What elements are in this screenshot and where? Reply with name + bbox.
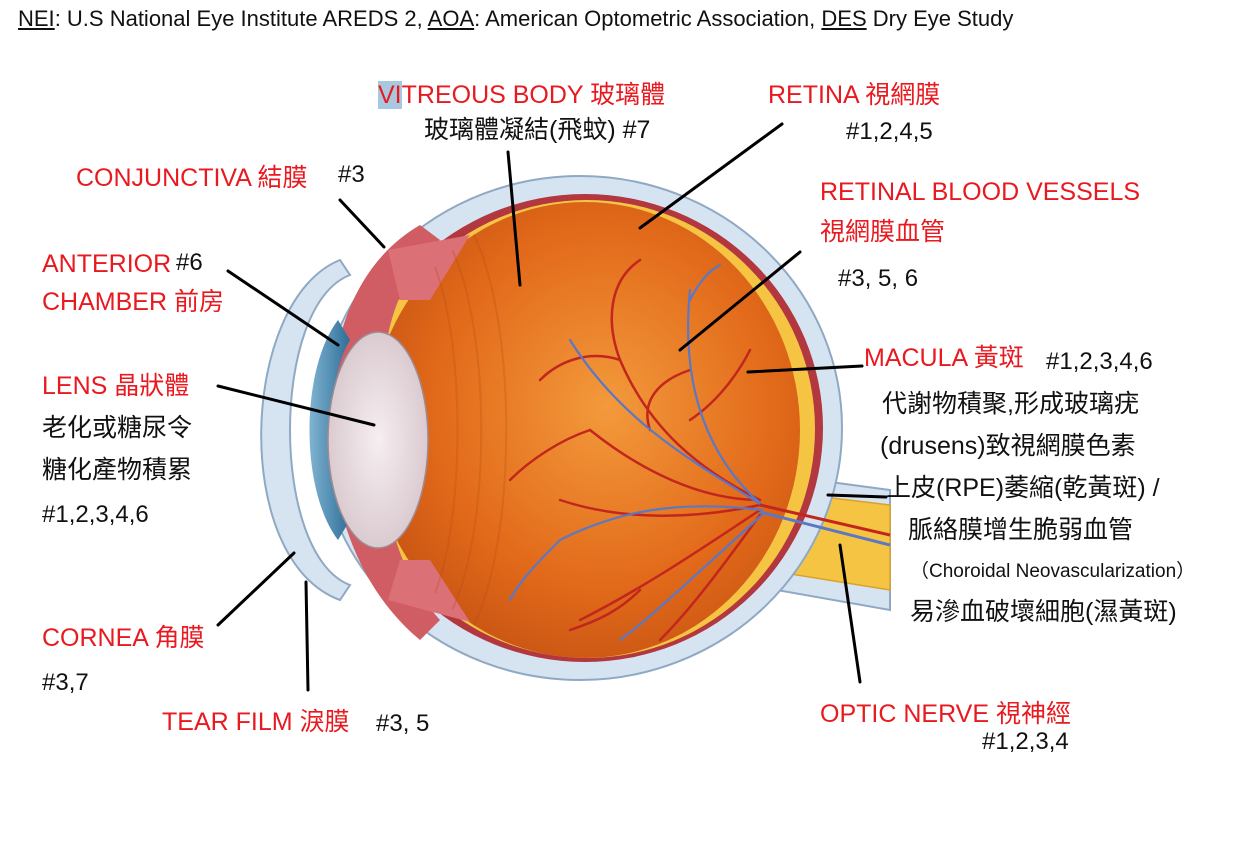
retinal-vessels-label: RETINAL BLOOD VESSELS bbox=[820, 178, 1141, 206]
vitreous-highlight: VI bbox=[378, 81, 402, 109]
aoa-abbr: AOA bbox=[427, 6, 475, 31]
des-text: Dry Eye Study bbox=[866, 6, 1014, 31]
cornea-refs: #3,7 bbox=[42, 669, 89, 696]
vitreous-body-label: VITREOUS BODY 玻璃體 bbox=[378, 81, 666, 109]
cornea-label: CORNEA 角膜 bbox=[42, 624, 205, 652]
retinal-vessels-cn: 視網膜血管 bbox=[820, 218, 946, 246]
macula-note-1: 代謝物積聚,形成玻璃疣 bbox=[882, 390, 1139, 418]
macula-note-4: 脈絡膜增生脆弱血管 bbox=[908, 516, 1134, 544]
tear-film-label: TEAR FILM 淚膜 bbox=[162, 708, 350, 736]
vitreous-note: 玻璃體凝結(飛蚊) #7 bbox=[424, 116, 651, 144]
retinal-veins bbox=[508, 263, 764, 642]
macula-refs: #1,2,3,4,6 bbox=[1046, 348, 1153, 375]
optic-nerve-refs: #1,2,3,4 bbox=[982, 728, 1069, 755]
anterior-label: ANTERIOR bbox=[42, 250, 172, 278]
retina-refs: #1,2,4,5 bbox=[846, 118, 933, 145]
vitreous-shape bbox=[370, 202, 800, 658]
nei-text: : U.S National Eye Institute AREDS 2, bbox=[54, 6, 428, 31]
lens-note-1: 老化或糖尿令 bbox=[42, 414, 193, 442]
source-legend: NEI: U.S National Eye Institute AREDS 2,… bbox=[18, 6, 1013, 32]
nei-abbr: NEI bbox=[18, 6, 55, 31]
vitreous-title: TREOUS BODY 玻璃體 bbox=[401, 81, 666, 109]
des-abbr: DES bbox=[821, 6, 867, 31]
macula-label: MACULA 黃斑 bbox=[864, 344, 1024, 372]
lens-label: LENS 晶狀體 bbox=[42, 372, 190, 400]
cornea-shape bbox=[260, 258, 352, 602]
macula-note-3: 上皮(RPE)萎縮(乾黃斑) / bbox=[886, 474, 1160, 502]
chamber-label: CHAMBER 前房 bbox=[42, 288, 224, 316]
retinal-vessels-refs: #3, 5, 6 bbox=[838, 265, 919, 292]
optic-nerve-label: OPTIC NERVE 視神經 bbox=[820, 700, 1071, 728]
leader-lines bbox=[216, 122, 888, 692]
lens-shape bbox=[327, 331, 429, 549]
macula-note-5: （Choroidal Neovascularization） bbox=[910, 561, 1196, 582]
retina-label: RETINA 視網膜 bbox=[768, 81, 941, 109]
anterior-refs: #6 bbox=[176, 249, 203, 276]
tear-film-refs: #3, 5 bbox=[376, 710, 430, 737]
conjunctiva-refs: #3 bbox=[338, 161, 365, 188]
aoa-text: : American Optometric Association, bbox=[474, 6, 822, 31]
lens-refs: #1,2,3,4,6 bbox=[42, 501, 149, 528]
lens-note-2: 糖化產物積累 bbox=[42, 456, 193, 484]
conjunctiva-label: CONJUNCTIVA 結膜 bbox=[76, 164, 308, 192]
macula-note-6: 易滲血破壞細胞(濕黃斑) bbox=[910, 598, 1177, 626]
macula-note-2: (drusens)致視網膜色素 bbox=[880, 432, 1136, 460]
retinal-arteries bbox=[508, 258, 762, 642]
